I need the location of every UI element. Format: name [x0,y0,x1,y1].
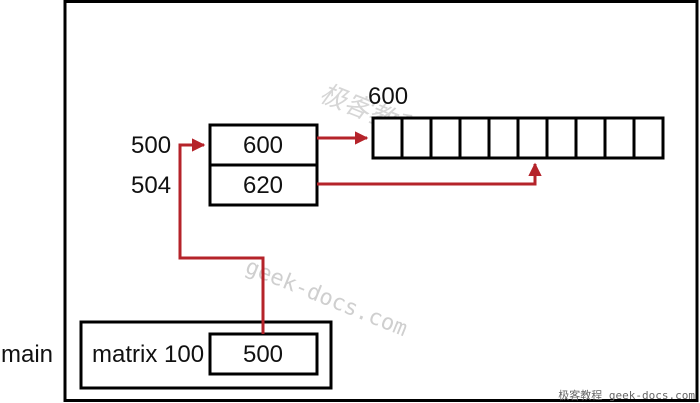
main-label: main [1,341,53,368]
array-cell [545,116,578,160]
array-cell [400,116,433,160]
arrow-620-to-array-element [317,162,542,186]
array-cell [603,116,636,160]
array-address-label: 600 [368,83,408,110]
footer-watermark: 极客教程 geek-docs.com [558,388,695,402]
outer-frame [63,0,699,402]
address-label-504: 504 [131,172,171,199]
array-cell [574,116,607,160]
address-label-500: 500 [131,132,171,159]
matrix-label: matrix 100 [92,341,204,368]
array-cell [371,116,404,160]
matrix-value: 500 [243,341,283,368]
pointer-cell-500-value: 600 [243,132,283,159]
array-cell [487,116,520,160]
array-cell [429,116,462,160]
array-cell [632,116,665,160]
pointer-cell-504-value: 620 [243,172,283,199]
watermark-url: geek-docs.com [242,254,411,342]
int-array [371,116,665,160]
array-cell [516,116,549,160]
main-frame-box [79,320,333,390]
pointer-cell-504 [208,163,319,207]
arrow-matrix-to-500 [178,138,265,334]
array-cell [458,116,491,160]
